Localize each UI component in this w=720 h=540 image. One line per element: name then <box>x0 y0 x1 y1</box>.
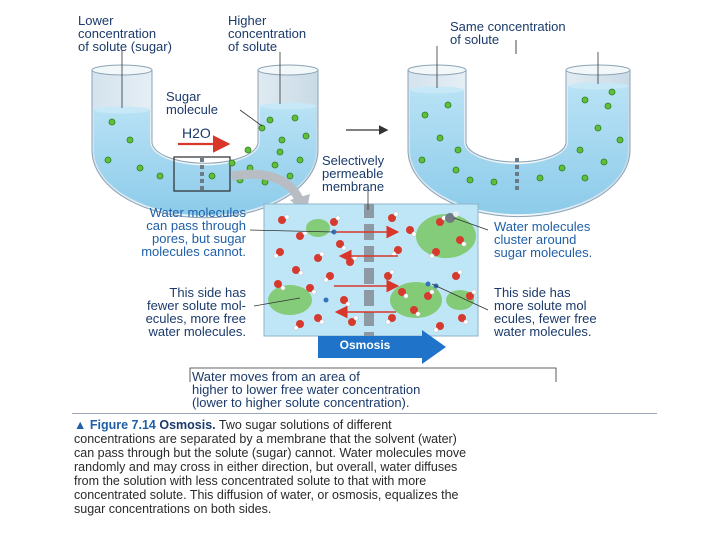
caption-text-7: sugar concentrations on both sides. <box>74 502 272 516</box>
zoom-arrow <box>231 169 305 204</box>
label-water-moves: Water moves from an area of higher to lo… <box>192 369 421 410</box>
caption-text-5: from the solution with less concentrated… <box>74 474 427 488</box>
label-left-tube: Lower concentration of solute (sugar) <box>78 13 172 54</box>
label-cluster: Water molecules cluster around sugar mol… <box>494 219 593 260</box>
magnified-view <box>263 203 479 337</box>
u-tube-before <box>91 50 319 219</box>
figure-number: Figure 7.14 <box>89 418 156 432</box>
caption-text-1: Two sugar solutions of different <box>218 418 392 432</box>
label-sugar-molecule: Sugar molecule <box>166 89 219 117</box>
sugar-molecules-right <box>418 88 624 186</box>
caption-heading: Osmosis. <box>159 418 216 432</box>
callout-lines <box>249 190 489 311</box>
caption-text-3: can pass through but the solute (sugar) … <box>74 446 467 460</box>
label-fewer-solute: This side has fewer solute mol- ecules, … <box>145 285 246 339</box>
label-h2o: H2O <box>182 125 211 141</box>
figure-caption: ▲ Figure 7.14 Osmosis. Two sugar solutio… <box>74 418 654 516</box>
label-membrane: Selectively permeable membrane <box>322 153 385 194</box>
caption-divider <box>72 413 657 414</box>
sugar-molecules-left <box>104 114 310 186</box>
water-molecules <box>273 211 477 333</box>
caption-text-4: randomly and may cross in either directi… <box>74 460 458 474</box>
label-middle-tube: Higher concentration of solute <box>228 13 307 54</box>
label-more-solute: This side has more solute mol ecules, fe… <box>494 285 597 339</box>
caption-line-1: ▲ Figure 7.14 Osmosis. Two sugar solutio… <box>74 418 654 432</box>
osmosis-arrow <box>318 330 446 364</box>
triangle-icon: ▲ <box>74 418 87 432</box>
caption-text-6: concentrated solute. This diffusion of w… <box>74 488 459 502</box>
label-pores: Water molecules can pass through pores, … <box>141 205 246 259</box>
label-osmosis: Osmosis <box>339 338 391 352</box>
caption-text-2: concentrations are separated by a membra… <box>74 432 457 446</box>
water-moves-bracket <box>189 367 557 382</box>
u-tube-after <box>407 40 631 218</box>
label-right-tube: Same concentration of solute <box>450 19 566 47</box>
